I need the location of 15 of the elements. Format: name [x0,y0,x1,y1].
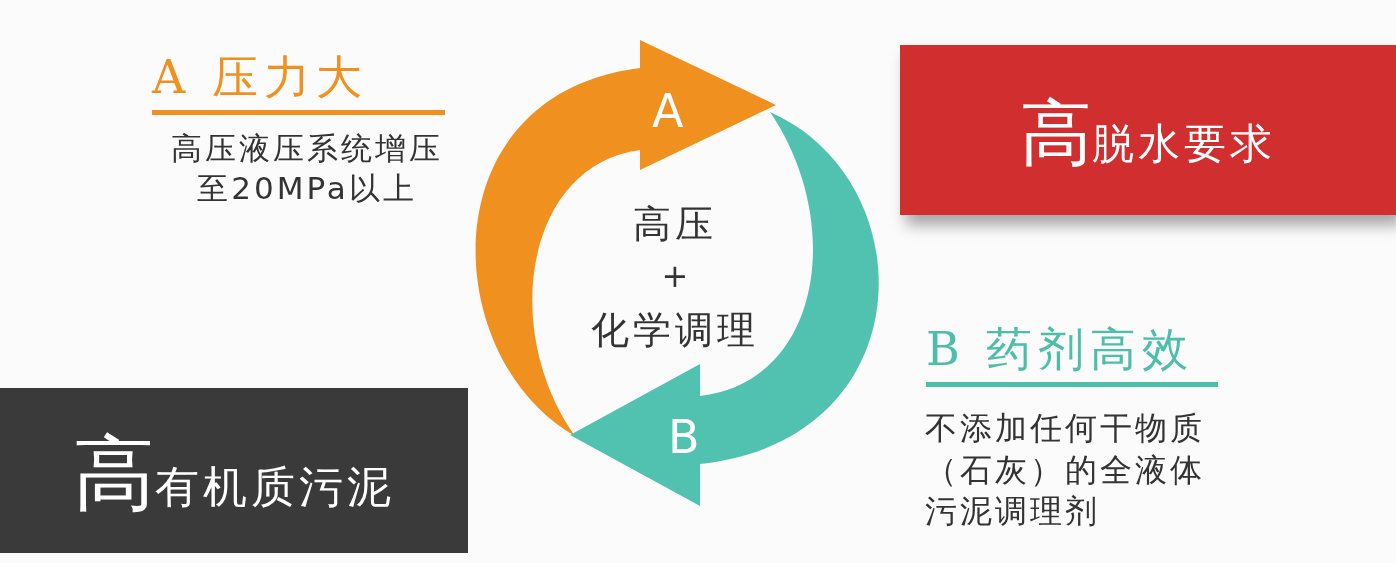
emphasis-character: 高 [1020,90,1092,177]
center-text: 化学调理 [590,307,760,354]
description-text: 高压液压系统增压至20MPa以上 [170,129,444,209]
panel-text: 脱水要求 [1092,119,1276,170]
description-text: 不添加任何干物质（石灰）的全液体污泥调理剂 [925,408,1206,533]
emphasis-character: 高 [73,425,155,524]
plus-sign: + [660,256,690,297]
panel-text: 有机质污泥 [155,461,395,515]
title-panel [0,388,468,553]
arrow-letter: B [668,414,700,460]
center-text: 高压 [632,201,718,248]
title-panel [900,45,1396,215]
arrow-letter: A [652,88,684,134]
section-heading: B 药剂高效 [926,321,1196,378]
section-heading: A 压力大 [152,49,369,106]
